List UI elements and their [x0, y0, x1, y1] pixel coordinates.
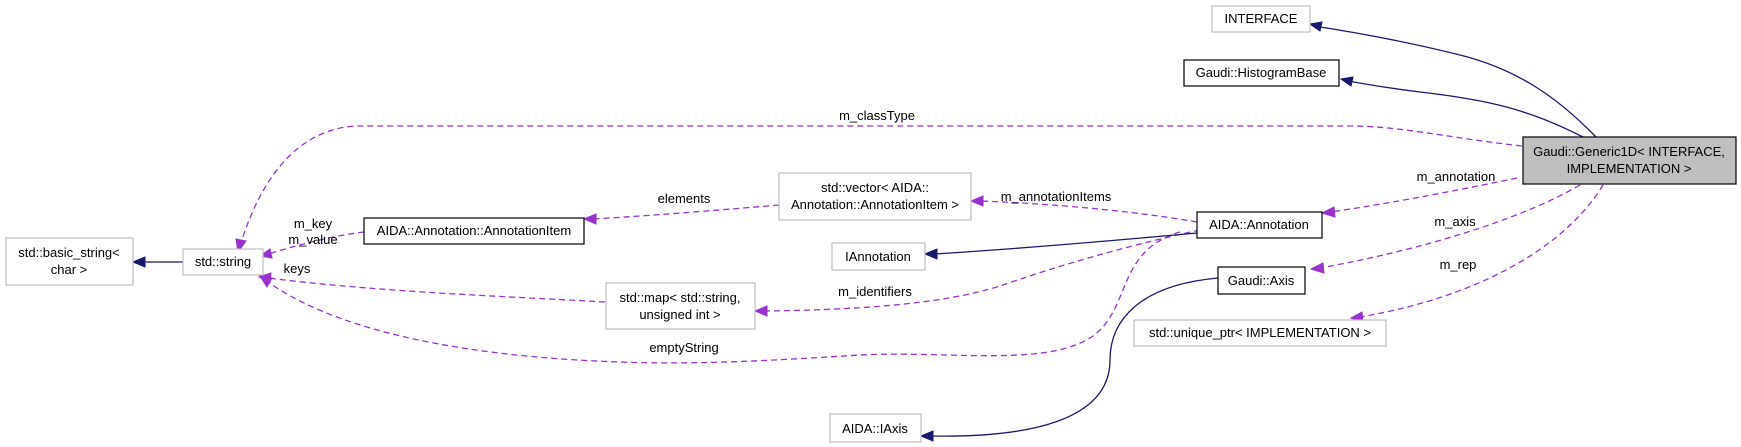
node-histogram-base[interactable]: Gaudi::HistogramBase [1183, 59, 1340, 87]
edge-identifiers [763, 229, 1201, 312]
node-vector-items[interactable]: std::vector< AIDA:: Annotation::Annotati… [778, 172, 972, 221]
edge-label-elements: elements [658, 191, 711, 206]
edge-axis-to-iaxis [929, 277, 1219, 437]
node-unique-ptr[interactable]: std::unique_ptr< IMPLEMENTATION > [1133, 319, 1387, 347]
edge-label-value: m_value [288, 232, 337, 247]
edge-annotation-items [979, 200, 1198, 223]
arrowhead-iannotation [923, 248, 938, 260]
node-gaudi-axis[interactable]: Gaudi::Axis [1217, 266, 1306, 295]
edge-label-annotation-items: m_annotationItems [1001, 189, 1112, 204]
arrowhead-axis [1309, 262, 1325, 274]
edge-label-identifiers: m_identifiers [838, 284, 912, 299]
edge-label-class-type: m_classType [839, 108, 915, 123]
node-map[interactable]: std::map< std::string, unsigned int > [605, 282, 756, 330]
node-aida-iaxis-label: AIDA::IAxis [842, 421, 908, 436]
node-map-line2: unsigned int > [639, 307, 720, 322]
node-basic-string[interactable]: std::basic_string< char > [5, 237, 134, 286]
node-generic1d-line2: IMPLEMENTATION > [1567, 161, 1692, 176]
edge-label-axis: m_axis [1434, 214, 1476, 229]
edge-label-key: m_key [294, 216, 333, 231]
node-iannotation[interactable]: IAnnotation [831, 242, 926, 271]
edge-annotation [1329, 177, 1518, 213]
edge-rep [1359, 184, 1604, 318]
edge-label-annotation: m_annotation [1417, 169, 1496, 184]
node-aida-annotation-label: AIDA::Annotation [1209, 217, 1309, 232]
edge-axis [1319, 184, 1581, 269]
node-interface[interactable]: INTERFACE [1211, 5, 1311, 33]
arrowhead-iaxis [919, 430, 934, 442]
node-aida-iaxis[interactable]: AIDA::IAxis [829, 413, 922, 443]
edge-annotation-to-iannotation [934, 232, 1198, 255]
node-gaudi-axis-label: Gaudi::Axis [1228, 273, 1295, 288]
node-map-line1: std::map< std::string, [619, 290, 740, 305]
arrowhead-annotation [1320, 206, 1336, 218]
node-generic1d-line1: Gaudi::Generic1D< INTERFACE, [1533, 144, 1725, 159]
node-iannotation-label: IAnnotation [845, 249, 911, 264]
node-vector-items-line1: std::vector< AIDA:: [821, 180, 929, 195]
arrowhead-interface [1308, 21, 1323, 32]
edge-generic1d-to-interface [1313, 25, 1597, 138]
node-vector-items-line2: Annotation::AnnotationItem > [791, 197, 959, 212]
node-std-string[interactable]: std::string [182, 248, 264, 276]
edge-class-type [240, 125, 1523, 244]
edge-label-empty-string: emptyString [649, 340, 718, 355]
edge-empty-string [267, 231, 1181, 364]
node-aida-annotation[interactable]: AIDA::Annotation [1196, 211, 1323, 239]
edge-generic1d-to-histogram-base [1347, 80, 1584, 138]
node-basic-string-line1: std::basic_string< [18, 245, 120, 260]
node-generic1d[interactable]: Gaudi::Generic1D< INTERFACE, IMPLEMENTAT… [1522, 136, 1737, 185]
edge-label-keys: keys [284, 261, 311, 276]
node-unique-ptr-label: std::unique_ptr< IMPLEMENTATION > [1149, 325, 1371, 340]
arrowhead-histogram-base [1339, 76, 1354, 87]
arrowhead-empty-string [258, 275, 273, 288]
arrowhead-elements [582, 213, 597, 225]
node-basic-string-line2: char > [51, 262, 88, 277]
node-std-string-label: std::string [195, 254, 251, 269]
node-annotation-item-label: AIDA::Annotation::AnnotationItem [377, 223, 571, 238]
edge-label-rep: m_rep [1440, 257, 1477, 272]
arrowhead-identifiers [753, 305, 768, 317]
node-interface-label: INTERFACE [1225, 11, 1298, 26]
edge-keys [267, 277, 606, 303]
node-annotation-item[interactable]: AIDA::Annotation::AnnotationItem [363, 217, 585, 245]
arrowhead-annotation-items [969, 195, 984, 207]
arrowhead-basic-string [131, 256, 146, 268]
edge-key-value [267, 231, 365, 255]
node-histogram-base-label: Gaudi::HistogramBase [1196, 65, 1327, 80]
edge-elements [592, 204, 780, 220]
